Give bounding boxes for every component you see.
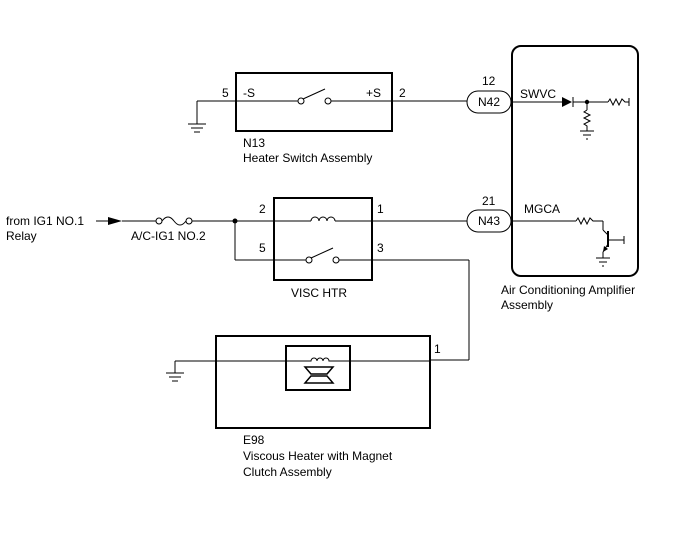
signal-mgca-label: MGCA (524, 202, 560, 216)
heater-pin-1: 1 (434, 342, 441, 356)
heater-switch-box (235, 72, 393, 132)
connector-n43-pin: 21 (482, 194, 496, 208)
ground-icon (596, 257, 610, 267)
source-label-line2: Relay (6, 229, 37, 243)
visc-htr-box (273, 197, 373, 281)
connector-n43: N43 21 (466, 194, 512, 233)
resistor-icon (607, 97, 630, 107)
pin-plus-s-label: +S (366, 86, 381, 100)
switch-icon (297, 88, 332, 105)
connector-n42: N42 12 (466, 74, 512, 114)
viscous-heater-assembly: 1 E98 Viscous Heater with Magnet Clutch … (166, 335, 441, 479)
swvc-circuit: SWVC (511, 87, 630, 140)
heater-switch-name: Heater Switch Assembly (243, 151, 372, 165)
relay-pin-5: 5 (259, 241, 266, 255)
visc-htr-name: VISC HTR (291, 286, 347, 300)
coil-icon (310, 216, 336, 222)
fuse-label: A/C-IG1 NO.2 (131, 229, 206, 243)
amplifier-name-line2: Assembly (501, 298, 553, 312)
source-arrow (96, 217, 122, 225)
clutch-icon (303, 357, 338, 384)
heater-switch-assembly: 5 -S +S 2 N13 Heater Switch Assembly (188, 72, 406, 165)
pin-minus-s-label: -S (243, 86, 255, 100)
amplifier-name-line1: Air Conditioning Amplifier (501, 283, 635, 297)
heater-switch-code: N13 (243, 136, 265, 150)
transistor-icon (602, 221, 625, 258)
resistor-icon (575, 216, 603, 226)
viscous-heater-code: E98 (243, 433, 265, 447)
ground-icon (188, 101, 206, 133)
ground-icon (166, 361, 184, 382)
relay-pin-1: 1 (377, 202, 384, 216)
source-label-line1: from IG1 NO.1 (6, 214, 84, 228)
connector-n42-code: N42 (478, 95, 500, 109)
resistor-icon (582, 109, 592, 131)
connector-n42-pin: 12 (482, 74, 496, 88)
switch-icon (305, 247, 340, 264)
relay-pin-2: 2 (259, 202, 266, 216)
mgca-circuit: MGCA (511, 202, 625, 267)
pin-5-label: 5 (222, 86, 229, 100)
relay-pin-3: 3 (377, 241, 384, 255)
viscous-heater-name-line1: Viscous Heater with Magnet (243, 449, 393, 463)
connector-n43-code: N43 (478, 214, 500, 228)
signal-swvc-label: SWVC (520, 87, 556, 101)
visc-htr-relay: 2 1 5 3 VISC HTR (259, 197, 384, 300)
fuse-icon (155, 216, 193, 226)
ground-icon (580, 130, 594, 140)
amplifier-box (511, 45, 639, 277)
viscous-heater-name-line2: Clutch Assembly (243, 465, 332, 479)
pin-2-label: 2 (399, 86, 406, 100)
